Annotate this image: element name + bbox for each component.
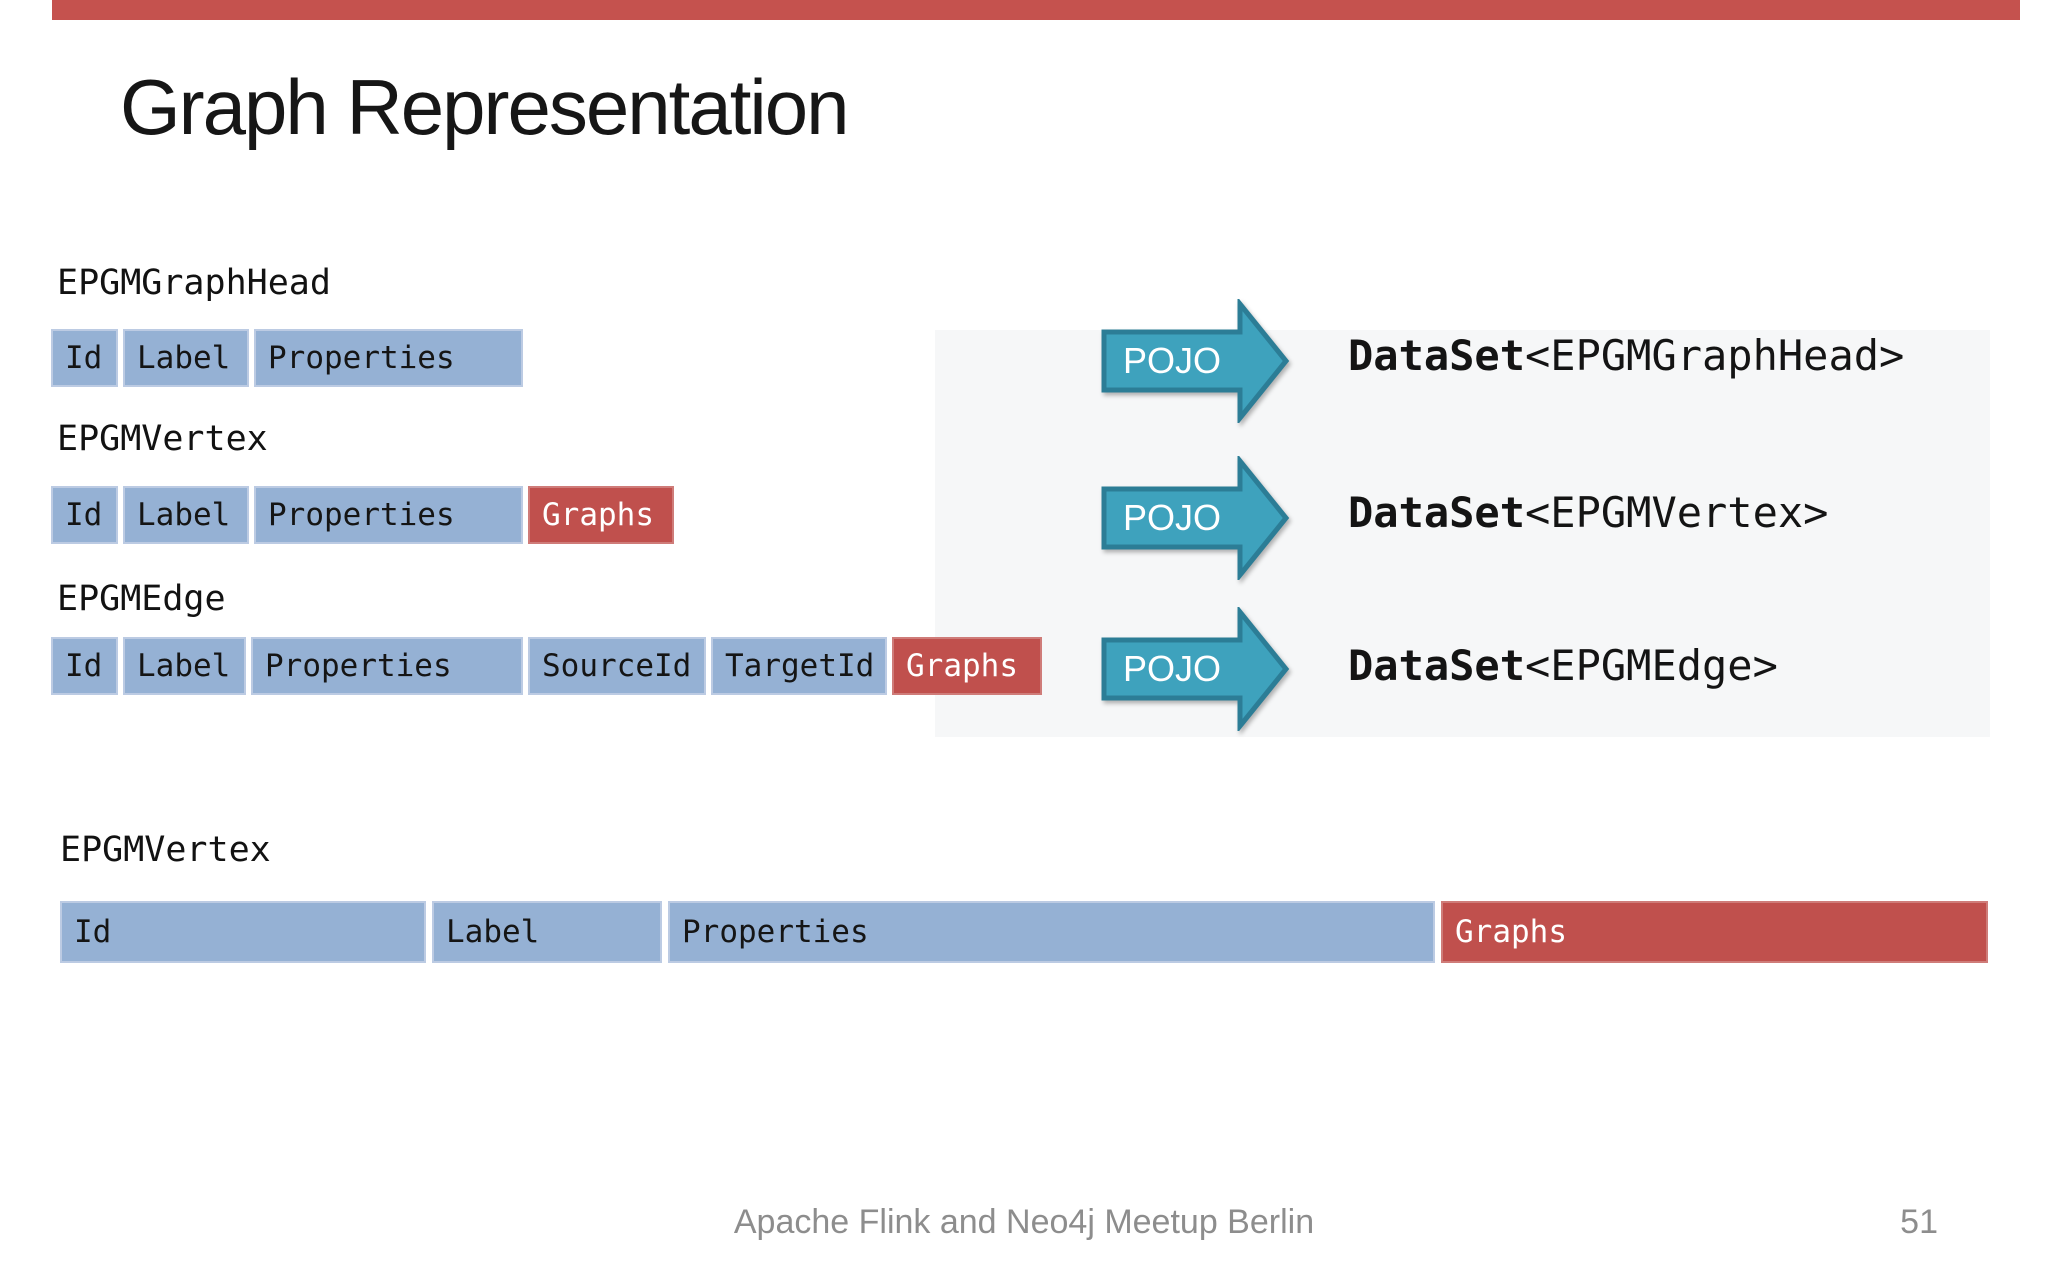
table-cell-id: Id [51, 637, 118, 695]
table-cell-graphs: Graphs [1441, 901, 1988, 963]
pojo-arrow-edge: POJO [1100, 607, 1290, 731]
table-cell-sourceid: SourceId [528, 637, 706, 695]
cell-label: Label [446, 914, 540, 950]
cell-label: Label [137, 497, 231, 533]
table-cell-properties: Properties [251, 637, 523, 695]
right-arrow-icon [1101, 456, 1290, 580]
table-cell-id: Id [60, 901, 426, 963]
cell-label: Graphs [906, 648, 1018, 684]
table-cell-label: Label [432, 901, 662, 963]
dataset-keyword: DataSet [1348, 641, 1526, 690]
table-cell-graphs: Graphs [528, 486, 674, 544]
pojo-arrow-label: POJO [1122, 497, 1221, 538]
dataset-type-vertex: DataSet<EPGMVertex> [1348, 487, 1828, 539]
top-accent-bar [52, 0, 2020, 20]
cell-label: Properties [682, 914, 869, 950]
right-arrow-icon [1101, 299, 1290, 423]
cell-label: Properties [265, 648, 452, 684]
cell-label: Id [65, 340, 103, 376]
cell-label: Label [137, 648, 231, 684]
table-cell-properties: Properties [254, 486, 523, 544]
cell-label: Properties [268, 497, 455, 533]
section-heading-epgmvertex: EPGMVertex [57, 419, 268, 459]
cell-label: SourceId [542, 648, 692, 684]
pojo-arrow-label: POJO [1122, 648, 1221, 689]
table-cell-id: Id [51, 329, 118, 387]
table-cell-targetid: TargetId [711, 637, 887, 695]
cell-label: TargetId [725, 648, 875, 684]
dataset-type-edge: DataSet<EPGMEdge> [1348, 640, 1778, 692]
page-number: 51 [1900, 1203, 1938, 1241]
table-cell-label: Label [123, 637, 246, 695]
dataset-keyword: DataSet [1348, 488, 1526, 537]
cell-label: Graphs [542, 497, 654, 533]
table-cell-label: Label [123, 329, 249, 387]
table-cell-label: Label [123, 486, 249, 544]
dataset-generic-type: <EPGMEdge> [1525, 641, 1778, 690]
dataset-type-graphhead: DataSet<EPGMGraphHead> [1348, 330, 1904, 382]
table-cell-id: Id [51, 486, 118, 544]
table-row-epgmedge: Id Label Properties SourceId TargetId Graphs [51, 637, 1047, 695]
pojo-arrow-vertex: POJO [1100, 456, 1290, 580]
cell-label: Label [137, 340, 231, 376]
section-heading-epgmvertex-detail: EPGMVertex [60, 830, 271, 870]
table-row-epgmvertex-detail: Id Label Properties Graphs [60, 901, 1994, 963]
cell-label: Properties [268, 340, 455, 376]
table-cell-properties: Properties [254, 329, 523, 387]
cell-label: Id [65, 648, 103, 684]
cell-label: Id [74, 914, 112, 950]
table-row-epgmvertex: Id Label Properties Graphs [51, 486, 679, 544]
pojo-arrow-graphhead: POJO [1100, 299, 1290, 423]
section-heading-epgmgraphhead: EPGMGraphHead [57, 263, 331, 303]
slide-title: Graph Representation [120, 63, 849, 151]
table-cell-properties: Properties [668, 901, 1435, 963]
right-arrow-icon [1101, 607, 1290, 731]
pojo-arrow-label: POJO [1122, 340, 1221, 381]
footer-caption: Apache Flink and Neo4j Meetup Berlin [733, 1203, 1315, 1241]
table-cell-graphs: Graphs [892, 637, 1042, 695]
dataset-generic-type: <EPGMVertex> [1525, 488, 1829, 537]
cell-label: Graphs [1455, 914, 1567, 950]
table-row-epgmgraphhead: Id Label Properties [51, 329, 528, 387]
dataset-keyword: DataSet [1348, 331, 1526, 380]
dataset-generic-type: <EPGMGraphHead> [1525, 331, 1905, 380]
section-heading-epgmedge: EPGMEdge [57, 579, 226, 619]
cell-label: Id [65, 497, 103, 533]
